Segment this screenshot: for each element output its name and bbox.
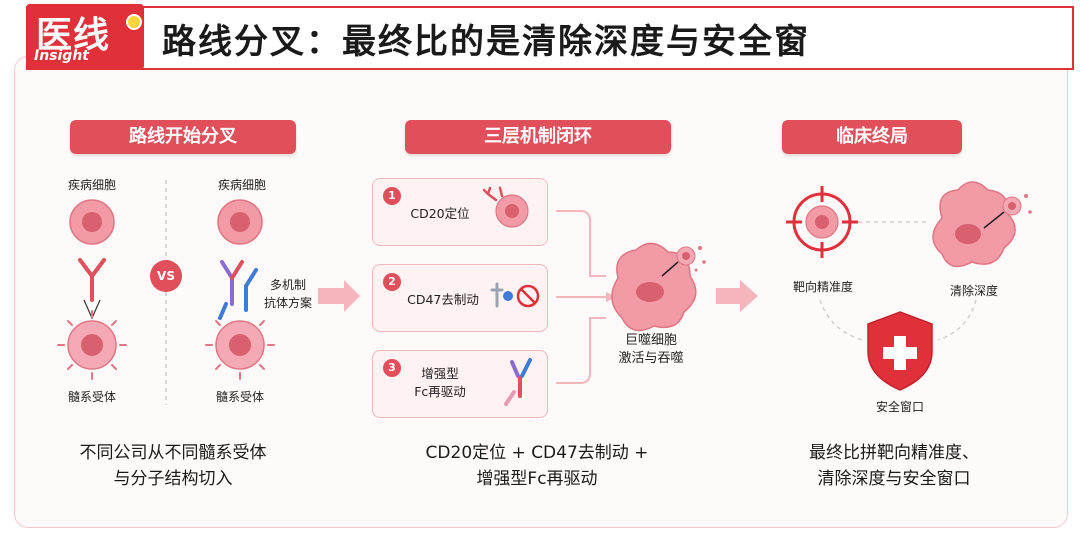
card3-number: 3: [383, 359, 401, 377]
section2-caption-line1: CD20定位 + CD47去制动 +: [425, 443, 649, 463]
card1-number: 1: [383, 187, 401, 205]
left-myeloid-receptor-label: 髓系受体: [67, 390, 116, 404]
card3-line1: 增强型: [421, 366, 459, 381]
safety-window-label: 安全窗口: [875, 400, 924, 414]
multi-mechanism-label: 多机制 抗体方案: [258, 276, 318, 312]
section3-caption: 最终比拼靶向精准度、 清除深度与安全窗口: [774, 440, 1014, 492]
section2-caption: CD20定位 + CD47去制动 + 增强型Fc再驱动: [392, 440, 682, 492]
left-disease-cell-label: 疾病细胞: [67, 178, 116, 192]
right-myeloid-cell-icon: [205, 320, 275, 380]
logo-sub-text: Insight: [34, 48, 89, 64]
right-disease-cell-icon: [217, 199, 263, 245]
section3-caption-line1: 最终比拼靶向精准度、: [809, 443, 979, 463]
left-disease-cell-icon: [69, 199, 115, 245]
clearance-macrophage-icon: [932, 181, 1032, 268]
safety-shield-icon: [867, 311, 933, 391]
multi-mechanism-line1: 多机制: [269, 278, 306, 292]
arrow-to-mechanism: [318, 280, 360, 312]
macrophage-line2: 激活与吞噬: [618, 351, 684, 366]
section-heading-mechanism-loop: 三层机制闭环: [405, 120, 671, 154]
title-bar: [26, 6, 1074, 70]
outcome-connector: [819, 221, 977, 341]
logo-main-text: 医线: [36, 15, 111, 56]
logo-dot: [126, 14, 142, 30]
section-heading-route-split: 路线开始分叉: [70, 120, 296, 154]
cd47-blocking-icon: [490, 282, 540, 308]
enhanced-fc-antibody-icon: [504, 358, 532, 406]
cd20-targeting-icon: [482, 186, 529, 228]
card2-number: 2: [383, 273, 401, 291]
card3-text: 增强型 Fc再驱动: [395, 365, 485, 401]
multi-antibody-icon: [218, 260, 258, 320]
card3-line2: Fc再驱动: [414, 384, 466, 399]
brand-logo: 医线 Insight: [26, 4, 144, 70]
macrophage-line1: 巨噬细胞: [624, 333, 677, 348]
section1-caption-line1: 不同公司从不同髓系受体: [79, 443, 267, 463]
clearance-depth-label: 清除深度: [949, 284, 998, 298]
macrophage-icon: [611, 242, 706, 332]
arrow-to-outcome: [716, 280, 758, 312]
vs-text: VS: [157, 269, 175, 283]
right-myeloid-receptor-label: 髓系受体: [215, 390, 264, 404]
right-disease-cell-label: 疾病细胞: [217, 178, 266, 192]
crosshair-target-icon: [786, 186, 858, 258]
section2-caption-line2: 增强型Fc再驱动: [476, 469, 598, 489]
page-title: 路线分叉：最终比的是清除深度与安全窗: [162, 22, 810, 62]
vs-badge: [150, 260, 182, 292]
card1-text: CD20定位: [410, 206, 470, 221]
left-myeloid-cell-icon: [57, 310, 127, 380]
converging-arrows: [556, 210, 606, 384]
macrophage-label: 巨噬细胞 激活与吞噬: [606, 332, 696, 368]
section1-caption: 不同公司从不同髓系受体 与分子结构切入: [48, 440, 298, 492]
multi-mechanism-line2: 抗体方案: [263, 296, 312, 310]
targeting-precision-label: 靶向精准度: [792, 280, 853, 294]
section1-caption-line2: 与分子结构切入: [113, 469, 233, 489]
section-heading-clinical-outcome: 临床终局: [782, 120, 962, 154]
left-antibody-icon: [78, 258, 106, 302]
section3-caption-line2: 清除深度与安全窗口: [817, 469, 971, 489]
card2-text: CD47去制动: [407, 292, 479, 307]
